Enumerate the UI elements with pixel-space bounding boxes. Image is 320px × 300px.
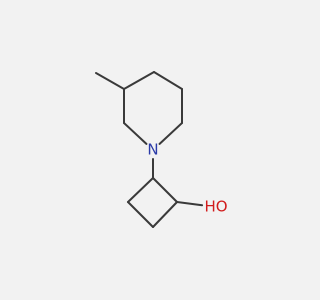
bond-C_methyl-C3 (95, 72, 125, 90)
bond-C3-C4 (123, 71, 155, 90)
hydroxyl-group-label: HO (204, 198, 227, 216)
nitrogen-atom-label: N (147, 141, 158, 159)
bond-Cd-Ca (127, 177, 154, 203)
bond-Ca-Cb (152, 177, 178, 203)
bond-Cb-O (176, 201, 204, 207)
molecule-structure-diagram: N HO (95, 71, 228, 228)
bond-C6-N1 (158, 122, 183, 145)
bond-N1-C2 (123, 122, 148, 145)
bond-Cb-Cc (152, 201, 178, 228)
bond-C4-C5 (153, 71, 183, 90)
bond-layer (95, 71, 204, 228)
atom-label-layer: N HO (147, 141, 227, 216)
bond-Cc-Cd (127, 201, 154, 228)
